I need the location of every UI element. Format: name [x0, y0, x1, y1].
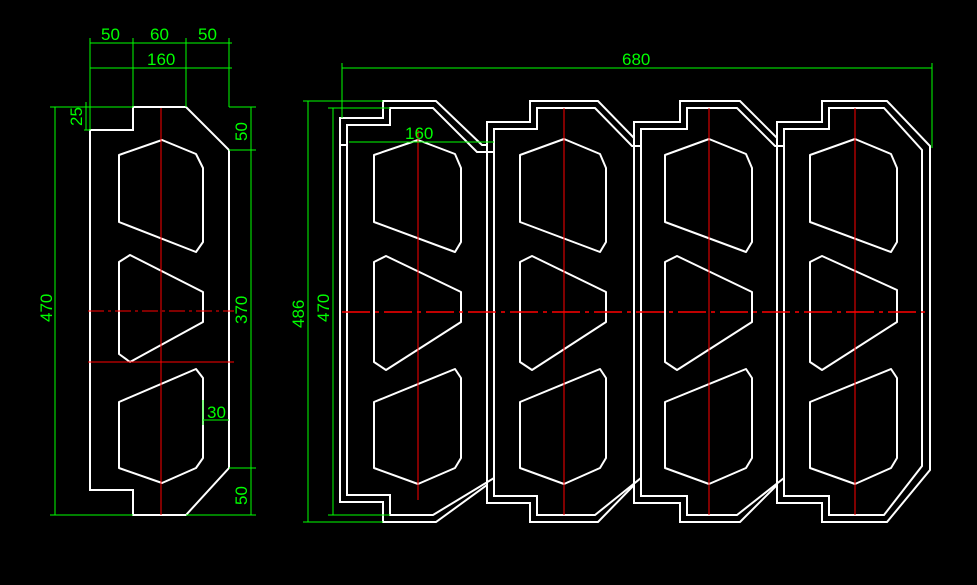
block3-cavity-top [664, 138, 753, 253]
block3-cavity-bottom [664, 368, 753, 485]
dim-top-left-50: 50 [101, 25, 120, 44]
cavity-bottom [118, 368, 204, 484]
dim-chamfer-top-50: 50 [232, 122, 251, 141]
cavity-top [118, 139, 204, 253]
block1-cavity-middle [373, 255, 462, 371]
dim-inner-370: 370 [232, 296, 251, 324]
dim-chamfer-bottom-50: 50 [232, 486, 251, 505]
dim-assembly-width-680: 680 [622, 50, 650, 69]
block2-cavity-top [519, 138, 607, 253]
dim-total-height-470: 470 [37, 294, 56, 322]
block4-cavity-bottom [809, 368, 898, 485]
block2-cavity-middle [519, 255, 607, 371]
block3-cavity-middle [664, 255, 753, 371]
cavity-middle [118, 254, 204, 363]
dim-total-width-160: 160 [147, 50, 175, 69]
single-block-view: 50 60 50 160 25 470 50 370 30 50 [37, 25, 256, 516]
block4-cavity-middle [809, 255, 898, 371]
assembly-view: 680 160 486 470 [289, 50, 933, 523]
dim-web-30: 30 [207, 403, 226, 422]
block4-cavity-top [809, 138, 898, 253]
block2-cavity-bottom [519, 368, 607, 485]
assembly-outer-boundary [339, 100, 931, 523]
dim-notch-25: 25 [67, 107, 86, 126]
dim-assembly-height-470: 470 [314, 294, 333, 322]
assembly-centerlines [342, 108, 928, 515]
dim-assembly-block-160: 160 [405, 124, 433, 143]
dim-top-right-50: 50 [198, 25, 217, 44]
dim-assembly-height-486: 486 [289, 300, 308, 328]
block1-cavity-bottom [373, 368, 462, 485]
assembly-dimensions [303, 63, 933, 523]
single-dimensions [50, 38, 256, 516]
assembly-inner-boundary [346, 107, 923, 516]
dim-top-mid-60: 60 [150, 25, 169, 44]
